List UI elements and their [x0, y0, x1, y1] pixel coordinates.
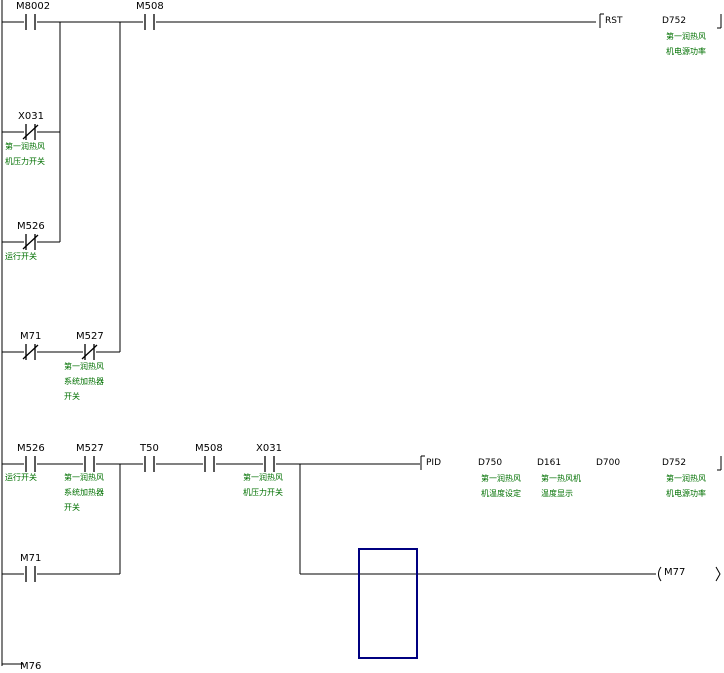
contact-m508[interactable] [144, 14, 155, 30]
pid-operand-comment-d752: 第一润热风机电源功率 [666, 474, 706, 498]
rung-1-wires [2, 21, 596, 353]
coil-label-m77: M77 [664, 567, 686, 578]
pid-operand-d161: D161 [537, 458, 562, 468]
contact-label-m71: M71 [20, 331, 42, 342]
instruction-rst[interactable]: RST [605, 16, 623, 26]
contact-label-m508-r2: M508 [195, 443, 223, 454]
rst-instruction-bracket[interactable] [599, 13, 604, 28]
contact-t50[interactable] [144, 456, 155, 472]
contact-comment-m527: 第一润热风系统加热器开关 [64, 362, 104, 401]
contact-comment-m527-r2: 第一润热风系统加热器开关 [64, 473, 104, 512]
pid-instruction-bracket[interactable] [420, 455, 425, 470]
contact-m527[interactable] [84, 456, 95, 472]
contact-m526-nc[interactable] [22, 234, 39, 250]
contact-m8002[interactable] [25, 14, 36, 30]
contact-label-m526: M526 [17, 221, 45, 232]
contact-label-m508: M508 [136, 1, 164, 12]
contact-label-m526-r2: M526 [17, 443, 45, 454]
operand-d752-rst: D752 [662, 16, 687, 26]
contact-x031-nc[interactable] [22, 124, 39, 140]
contact-label-m76: M76 [20, 661, 42, 672]
contact-m71[interactable] [25, 566, 36, 582]
pid-operand-comment-d161: 第一热风机温度显示 [541, 474, 581, 498]
contact-x031[interactable] [264, 456, 275, 472]
contact-m526[interactable] [25, 456, 36, 472]
operand-comment-d752-rst: 第一润热风机电源功率 [666, 32, 706, 56]
contact-label-m527: M527 [76, 331, 104, 342]
contact-label-m71-r2: M71 [20, 553, 42, 564]
contact-label-m8002: M8002 [16, 1, 51, 12]
contact-label-x031: X031 [18, 111, 44, 122]
selection-cursor[interactable] [358, 548, 418, 659]
contact-comment-x031-r2: 第一润热风机压力开关 [243, 473, 283, 497]
pid-operand-d700: D700 [596, 458, 621, 468]
contact-label-m527-r2: M527 [76, 443, 104, 454]
contact-label-x031-r2: X031 [256, 443, 282, 454]
contact-label-t50: T50 [140, 443, 159, 454]
contact-comment-x031: 第一润热风机压力开关 [5, 142, 45, 166]
pid-operand-comment-d750: 第一润热风机温度设定 [481, 474, 521, 498]
contact-comment-m526-r2: 运行开关 [5, 473, 37, 482]
coil-m77[interactable] [658, 566, 721, 582]
instruction-pid[interactable]: PID [426, 458, 442, 468]
pid-operand-d752: D752 [662, 458, 687, 468]
right-bracket-rung2 [717, 456, 722, 471]
contact-m71-nc[interactable] [22, 344, 39, 360]
pid-operand-d750: D750 [478, 458, 503, 468]
contact-comment-m526: 运行开关 [5, 252, 37, 261]
contact-m527-nc[interactable] [81, 344, 98, 360]
contact-m508-r2[interactable] [204, 456, 215, 472]
right-bracket-rung1 [717, 14, 722, 29]
